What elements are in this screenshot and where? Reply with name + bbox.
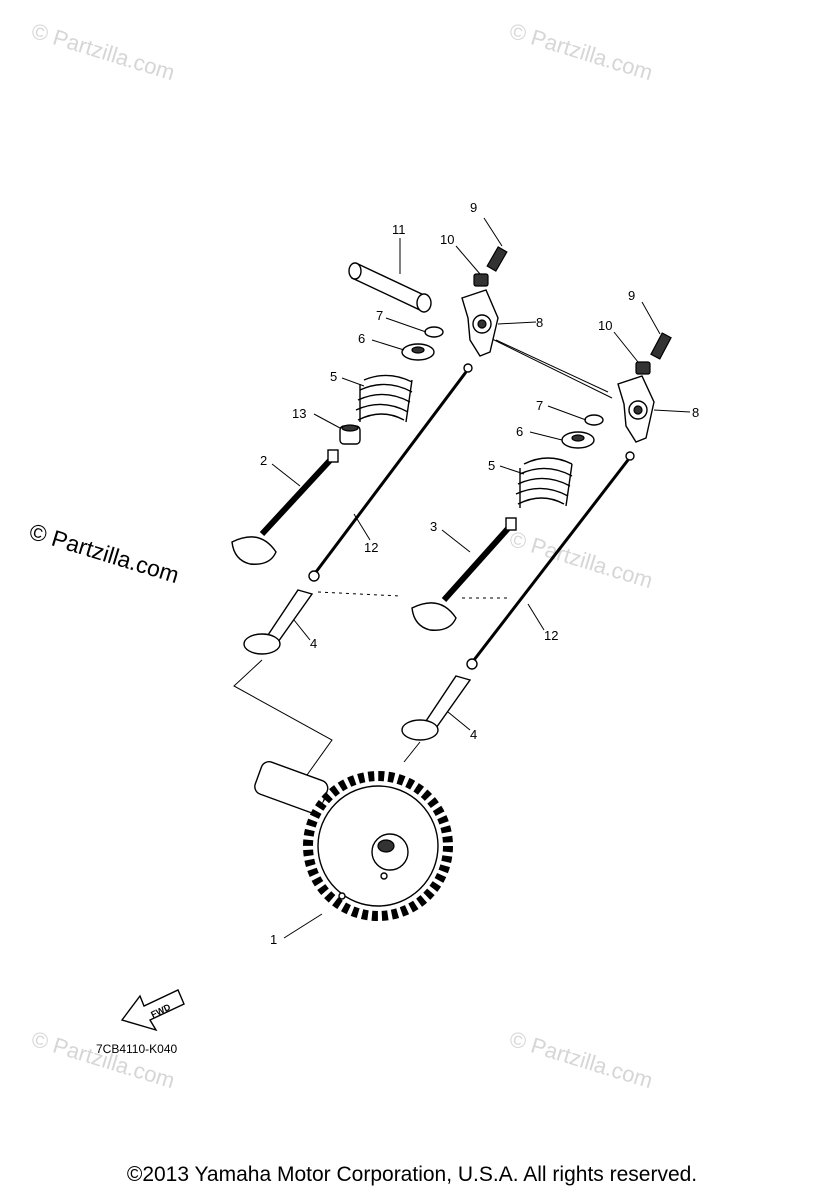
callout-7: 7	[376, 308, 383, 323]
callout-9: 9	[470, 200, 477, 215]
callout-2: 2	[260, 453, 267, 468]
callout-10: 10	[598, 318, 612, 333]
camshaft-1	[254, 761, 453, 921]
diagram-code: 7CB4110-K040	[96, 1042, 178, 1056]
lifter-4-right	[401, 675, 472, 741]
push-rod-12-left	[308, 363, 473, 582]
callout-4: 4	[310, 636, 317, 651]
rocker-arm-8-left	[461, 289, 499, 357]
copyright-notice: ©2013 Yamaha Motor Corporation, U.S.A. A…	[126, 1163, 698, 1186]
callout-5: 5	[488, 458, 495, 473]
pipe-11	[348, 262, 432, 313]
callout-12: 12	[364, 540, 378, 555]
leader-lines	[271, 217, 691, 939]
callout-4: 4	[470, 727, 477, 742]
assembly-lines	[233, 331, 613, 783]
callout-10: 10	[440, 232, 454, 247]
callout-7: 7	[536, 398, 543, 413]
callout-9: 9	[628, 288, 635, 303]
screw-9-right	[650, 332, 672, 360]
callout-13: 13	[292, 406, 306, 421]
callouts: 9 10 11 8 7 6 5 13 2 12 4 9 10 8 7 6 5 3…	[260, 200, 699, 947]
spring-5-left	[355, 374, 413, 423]
valve-2	[231, 449, 339, 565]
callout-6: 6	[516, 424, 523, 439]
collet-7-left	[424, 326, 444, 338]
valve-3	[411, 517, 517, 631]
retainer-6-left	[401, 343, 435, 361]
callout-3: 3	[430, 519, 437, 534]
spring-5-right	[515, 457, 573, 508]
retainer-6-right	[561, 431, 595, 449]
callout-8: 8	[536, 315, 543, 330]
callout-5: 5	[330, 369, 337, 384]
nut-10-left	[473, 273, 489, 287]
lifter-4-left	[243, 589, 314, 655]
callout-8: 8	[692, 405, 699, 420]
callout-11: 11	[392, 222, 406, 237]
screw-9-left	[486, 246, 508, 272]
rocker-arm-8-right	[617, 375, 655, 443]
fwd-arrow-icon: FWD	[120, 989, 185, 1032]
push-rod-12-right	[466, 451, 635, 670]
seal-13	[339, 424, 361, 445]
collet-7-right	[584, 414, 604, 426]
callout-6: 6	[358, 331, 365, 346]
callout-12: 12	[544, 628, 558, 643]
callout-1: 1	[270, 932, 277, 947]
nut-10-right	[635, 361, 651, 375]
